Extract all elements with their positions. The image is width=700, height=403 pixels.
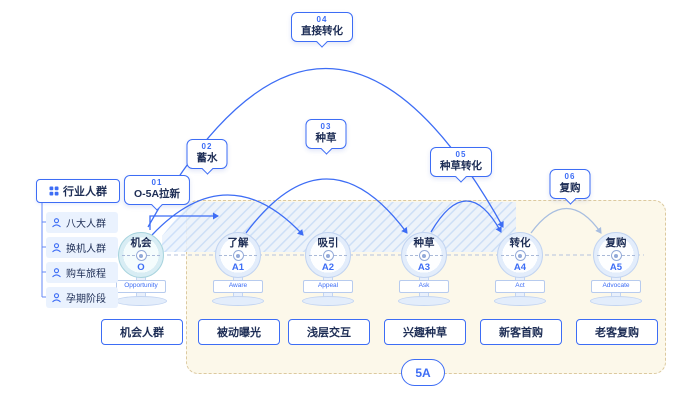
flow-number: 02 — [201, 142, 213, 151]
sidebar-item-label: 孕期阶段 — [66, 294, 106, 305]
industry-crowd-title-label: 行业人群 — [63, 186, 107, 198]
flow-number: 05 — [455, 150, 467, 159]
stage-name-zh: 转化 — [509, 237, 531, 249]
stage-box-opportunity-crowd: 机会人群 — [101, 319, 183, 345]
stage-name-en: Act — [495, 280, 545, 293]
stage-base — [494, 296, 546, 306]
flow-number: 01 — [151, 178, 163, 187]
stage-name-zh: 吸引 — [317, 237, 339, 249]
stage-base — [590, 296, 642, 306]
stage-ask: 种草 A3 Ask — [394, 232, 454, 308]
5a-badge-label: 5A — [415, 365, 431, 380]
flow-name: 直接转化 — [301, 25, 343, 37]
sidebar-item-phone-switchers[interactable]: 换机人群 — [46, 237, 118, 258]
stage-base — [115, 296, 167, 306]
stage-name-en: Ask — [399, 280, 449, 293]
sidebar-item-car-journey[interactable]: 购车旅程 — [46, 262, 118, 283]
stage-circle: 复购 A5 — [593, 232, 639, 278]
grid-icon — [49, 186, 59, 196]
stage-code: A1 — [231, 262, 245, 273]
stage-name-zh: 种草 — [413, 237, 435, 249]
stage-name-en: Advocate — [591, 280, 641, 293]
stage-name-zh: 了解 — [227, 237, 249, 249]
stage-box-shallow-interaction: 浅层交互 — [288, 319, 370, 345]
sidebar-item-label: 八大人群 — [66, 219, 106, 230]
flow-name: 复购 — [559, 182, 581, 194]
stage-name-en: Appeal — [303, 280, 353, 293]
stage-box-first-purchase: 新客首购 — [480, 319, 562, 345]
flow-label-01: 01 O-5A拉新 — [123, 175, 191, 205]
flow-name: 种草转化 — [440, 160, 482, 172]
stage-circle: 吸引 A2 — [305, 232, 351, 278]
stage-box-repurchase: 老客复购 — [576, 319, 658, 345]
flow-label-03: 03 种草 — [305, 119, 347, 149]
stage-ring-icon — [514, 250, 526, 261]
flow-number: 03 — [320, 122, 332, 131]
flow-name: 蓄水 — [196, 152, 218, 164]
stage-code: A3 — [417, 262, 431, 273]
person-icon — [52, 293, 61, 303]
stage-ring-icon — [322, 250, 334, 261]
flow-label-05: 05 种草转化 — [430, 147, 492, 177]
stage-act: 转化 A4 Act — [490, 232, 550, 308]
stage-ring-icon — [135, 250, 147, 261]
stage-ring-icon — [610, 250, 622, 261]
industry-crowd-title: 行业人群 — [36, 179, 120, 203]
stage-appeal: 吸引 A2 Appeal — [298, 232, 358, 308]
stage-opportunity: 机会 O Opportunity — [111, 232, 171, 308]
flow-number: 04 — [316, 15, 328, 24]
stage-name-zh: 机会 — [130, 237, 152, 249]
stage-ring-icon — [418, 250, 430, 261]
flow-label-02: 02 蓄水 — [186, 139, 228, 169]
person-icon — [52, 268, 61, 278]
stage-circle: 转化 A4 — [497, 232, 543, 278]
flow-number: 06 — [564, 172, 576, 181]
person-icon — [52, 243, 61, 253]
stage-name-en: Aware — [213, 280, 263, 293]
stage-circle: 种草 A3 — [401, 232, 447, 278]
sidebar-item-label: 换机人群 — [66, 244, 106, 255]
stage-base — [302, 296, 354, 306]
stage-name-en: Opportunity — [116, 280, 166, 293]
stage-box-interest-seeding: 兴趣种草 — [384, 319, 466, 345]
flow-name: O-5A拉新 — [133, 188, 181, 200]
stage-box-passive-exposure: 被动曝光 — [198, 319, 280, 345]
stage-ring-icon — [232, 250, 244, 261]
stage-code: A5 — [609, 262, 623, 273]
stage-base — [212, 296, 264, 306]
flow-label-04: 04 直接转化 — [291, 12, 353, 42]
stage-circle: 机会 O — [118, 232, 164, 278]
flow-label-06: 06 复购 — [549, 169, 591, 199]
stage-base — [398, 296, 450, 306]
sidebar-item-eight-crowds[interactable]: 八大人群 — [46, 212, 118, 233]
stage-code: O — [137, 262, 145, 273]
person-icon — [52, 218, 61, 228]
stage-advocate: 复购 A5 Advocate — [586, 232, 646, 308]
stage-code: A4 — [513, 262, 527, 273]
stage-circle: 了解 A1 — [215, 232, 261, 278]
stage-name-zh: 复购 — [605, 237, 627, 249]
flow-name: 种草 — [315, 132, 337, 144]
stage-aware: 了解 A1 Aware — [208, 232, 268, 308]
sidebar-item-pregnancy-stage[interactable]: 孕期阶段 — [46, 287, 118, 308]
5a-badge: 5A — [401, 359, 445, 386]
sidebar-item-label: 购车旅程 — [66, 269, 106, 280]
stage-code: A2 — [321, 262, 335, 273]
